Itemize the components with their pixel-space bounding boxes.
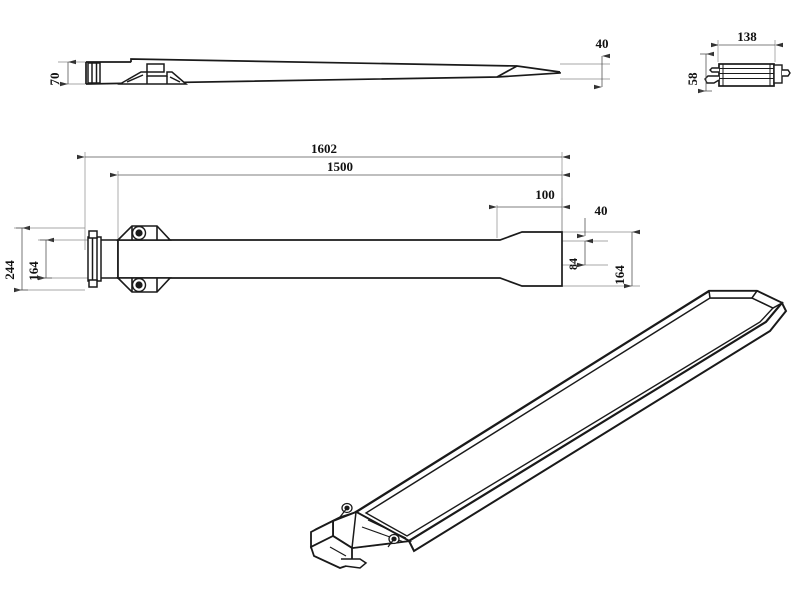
iso-blade-bottom-edge bbox=[413, 330, 771, 552]
iso-tip-chamfer-face bbox=[750, 290, 784, 309]
isometric-view bbox=[309, 289, 788, 569]
dim-40-side-label: 40 bbox=[596, 36, 609, 51]
plan-view: 1602 1500 100 bbox=[2, 141, 640, 293]
cross-section-view: 138 58 bbox=[685, 29, 791, 94]
dim-100-group: 100 bbox=[489, 187, 570, 210]
dim-1500-group: 1500 bbox=[110, 159, 570, 178]
dim-84-group: 84 bbox=[566, 238, 593, 270]
plan-view-lower-pivot-hole bbox=[131, 277, 147, 293]
section-left-lug bbox=[704, 67, 720, 84]
dim-70-label: 70 bbox=[47, 73, 62, 86]
dim-164-left-label: 164 bbox=[26, 261, 41, 281]
dim-58-group: 58 bbox=[685, 51, 714, 94]
iso-blade-top-face bbox=[353, 289, 784, 543]
iso-pin-shafts bbox=[339, 507, 395, 548]
section-right-lug bbox=[773, 64, 791, 84]
dim-1602-group: 1602 bbox=[77, 141, 570, 160]
iso-hook-bar-rib bbox=[329, 546, 347, 557]
dim-244-group: 244 bbox=[2, 225, 30, 293]
iso-tip-end-face bbox=[708, 290, 759, 299]
dim-70-group: 70 bbox=[47, 59, 76, 87]
iso-hook-latch bbox=[341, 558, 368, 569]
section-body-outline bbox=[718, 63, 775, 87]
plan-view-upper-pivot-hole bbox=[131, 225, 147, 241]
dim-40-side-group: 40 bbox=[594, 36, 610, 90]
plan-view-blade-outline bbox=[117, 231, 563, 287]
dim-164-right-label: 164 bbox=[612, 265, 627, 285]
dim-58-label: 58 bbox=[685, 72, 700, 86]
iso-mount-top-edge bbox=[310, 511, 357, 533]
section-body-ribs bbox=[719, 64, 774, 86]
dim-244-label: 244 bbox=[2, 260, 17, 280]
dim-40-plan-group: 40 bbox=[577, 203, 608, 239]
side-view-heel-block bbox=[87, 62, 101, 84]
dim-100-label: 100 bbox=[535, 187, 555, 202]
dim-138-group: 138 bbox=[711, 29, 783, 48]
dim-138-label: 138 bbox=[737, 29, 757, 44]
dim-84-label: 84 bbox=[566, 258, 580, 270]
side-view-latch-assembly bbox=[117, 63, 189, 85]
dim-164-right-group: 164 bbox=[612, 229, 640, 289]
dim-1500-label: 1500 bbox=[327, 159, 353, 174]
side-elevation-view: 70 40 bbox=[47, 36, 610, 90]
dim-164-left-group: 164 bbox=[26, 237, 54, 281]
side-view-blade-outline bbox=[85, 58, 561, 85]
plan-view-heel-bar bbox=[87, 230, 118, 288]
dim-40-plan-label: 40 bbox=[595, 203, 608, 218]
iso-mount-assembly bbox=[309, 502, 413, 569]
dim-1602-label: 1602 bbox=[311, 141, 337, 156]
